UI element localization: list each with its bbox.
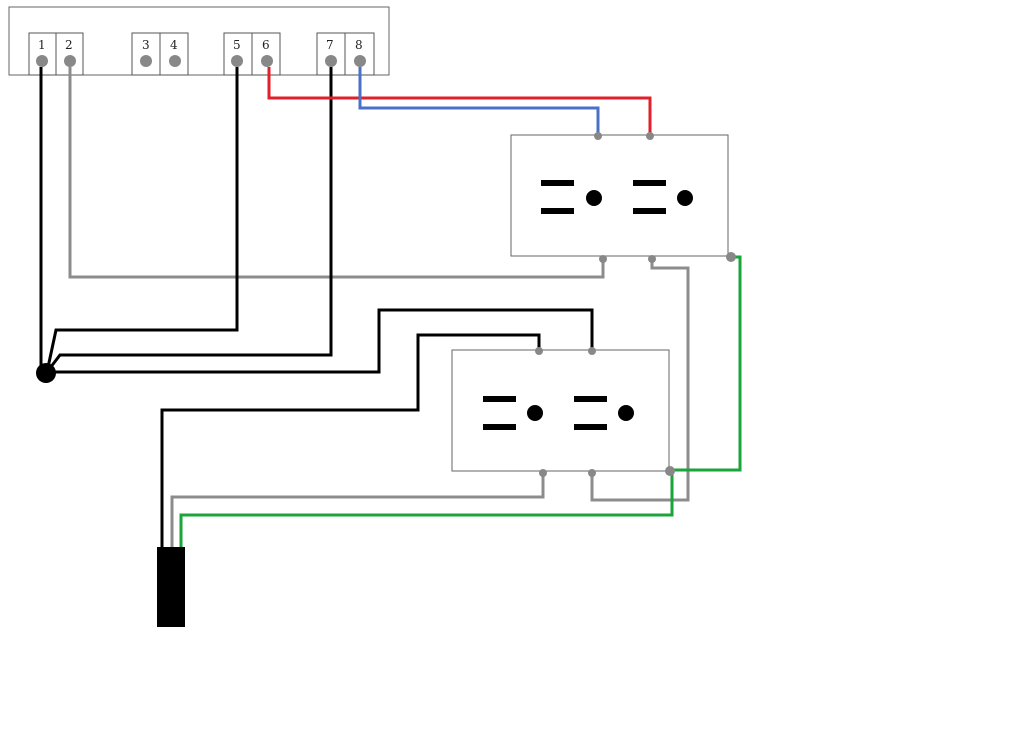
- gray-wire-outlet-neutral: [590, 259, 690, 502]
- terminal-screw: [140, 55, 152, 67]
- outlet-body: [451, 349, 670, 472]
- terminal-screw: [325, 55, 337, 67]
- upper-duplex-outlet: [510, 134, 729, 257]
- black-wire-cord-hot: [160, 333, 541, 548]
- outlet-terminal-screw: [588, 347, 596, 355]
- outlet-body: [510, 134, 729, 257]
- outlet-slot: [541, 180, 574, 186]
- outlet-slot: [574, 424, 607, 430]
- terminal-6: 6: [251, 32, 281, 76]
- terminal-screw: [231, 55, 243, 67]
- outlet-ground-hole: [527, 405, 543, 421]
- terminal-screw: [64, 55, 76, 67]
- outlet-terminal-screw: [599, 255, 607, 263]
- terminal-label: 6: [262, 38, 270, 52]
- outlet-slot: [574, 396, 607, 402]
- black-wire-terminal-7: [45, 67, 333, 373]
- gray-wire-cord-neutral: [170, 473, 545, 548]
- wires: [39, 67, 742, 548]
- outlet-ground-hole: [618, 405, 634, 421]
- terminal-screw: [261, 55, 273, 67]
- outlet-slot: [483, 396, 516, 402]
- gray-wire-terminal-2: [68, 67, 605, 279]
- red-wire-terminal-6: [267, 67, 652, 135]
- green-wire-ground-jumper: [670, 255, 742, 472]
- outlet-screws: [535, 132, 736, 477]
- terminal-label: 8: [355, 38, 363, 52]
- power-cord-plug: [157, 547, 185, 627]
- outlet-terminal-screw: [535, 347, 543, 355]
- outlet-slot: [633, 180, 666, 186]
- outlet-slot: [483, 424, 516, 430]
- terminal-label: 1: [38, 38, 46, 52]
- terminal-cell: [131, 32, 161, 76]
- terminal-cell: [251, 32, 281, 76]
- outlet-terminal-screw: [648, 255, 656, 263]
- terminal-screw: [354, 55, 366, 67]
- lower-duplex-outlet: [451, 349, 670, 472]
- terminal-label: 3: [142, 38, 150, 52]
- terminal-screw: [36, 55, 48, 67]
- terminal-label: 4: [170, 38, 178, 52]
- outlet-ground-hole: [586, 190, 602, 206]
- terminal-label: 7: [326, 38, 334, 52]
- outlet-terminal-screw: [588, 469, 596, 477]
- green-wire-cord-ground: [179, 472, 674, 548]
- outlet-slot: [541, 208, 574, 214]
- black-wire-terminal-5: [45, 67, 239, 373]
- wire-splice-node: [36, 363, 56, 383]
- outlet-ground-hole: [677, 190, 693, 206]
- blue-wire-terminal-8: [358, 67, 600, 135]
- terminal-4: 4: [159, 32, 189, 76]
- terminal-label: 5: [233, 38, 241, 52]
- outlet-ground-screw: [726, 252, 736, 262]
- terminal-3: 3: [131, 32, 161, 76]
- outlet-ground-screw: [665, 466, 675, 476]
- outlet-terminal-screw: [539, 469, 547, 477]
- black-wire-splice-to-outlet: [47, 308, 594, 374]
- outlet-terminal-screw: [646, 132, 654, 140]
- terminal-label: 2: [65, 38, 73, 52]
- outlet-slot: [633, 208, 666, 214]
- terminal-cell: [159, 32, 189, 76]
- outlet-terminal-screw: [594, 132, 602, 140]
- terminal-screw: [169, 55, 181, 67]
